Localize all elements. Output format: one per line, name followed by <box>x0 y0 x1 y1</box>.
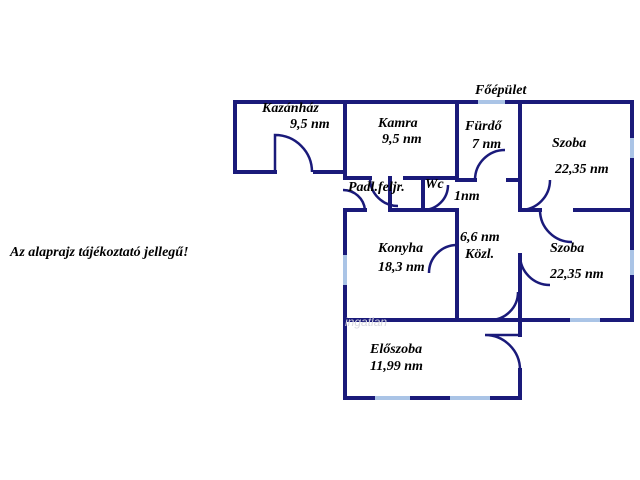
room-kozl-name: Közl. <box>465 247 495 262</box>
door-wc <box>422 184 450 212</box>
windows <box>343 100 634 400</box>
room-eloszoba-name: Előszoba <box>370 342 423 357</box>
room-furdo-area: 7 nm <box>472 137 502 152</box>
room-konyha-name: Konyha <box>378 241 424 256</box>
doors <box>273 133 573 371</box>
room-kazanhaz-area: 9,5 nm <box>290 117 330 132</box>
door-kazanhaz <box>273 133 314 173</box>
room-kamra-name: Kamra <box>378 116 418 131</box>
room-szoba2-name: Szoba <box>550 241 585 256</box>
door-padl <box>342 188 367 211</box>
room-padl-name: Padl.feljr. <box>348 180 405 195</box>
door-kozl-bottom <box>489 291 520 322</box>
room-kozl-area: 6,6 nm <box>460 230 500 245</box>
room-szoba2-area: 22,35 nm <box>550 267 604 282</box>
disclaimer-note: Az alaprajz tájékoztató jellegű! <box>10 245 189 260</box>
watermark: ingatlan <box>345 315 388 329</box>
door-szoba2 <box>538 209 573 244</box>
building-title: Főépület <box>475 83 527 98</box>
room-kazanhaz-name: Kazánház <box>262 101 319 116</box>
room-wc-name: Wc <box>425 177 444 192</box>
door-kozl-szoba1 <box>519 179 552 212</box>
room-wc-area: 1nm <box>454 189 480 204</box>
room-szoba1-area: 22,35 nm <box>555 162 609 177</box>
wall-kamra-bottom <box>343 170 372 180</box>
door-kozl-konyha <box>427 243 458 274</box>
room-furdo-name: Fürdő <box>465 119 502 134</box>
room-kamra-area: 9,5 nm <box>382 132 422 147</box>
room-szoba1-name: Szoba <box>552 136 587 151</box>
door-kamra <box>368 177 399 208</box>
room-eloszoba-area: 11,99 nm <box>370 359 423 374</box>
door-eloszoba <box>484 333 522 371</box>
room-konyha-area: 18,3 nm <box>378 260 425 275</box>
door-furdo <box>473 148 506 181</box>
door-kozl-szoba2 <box>518 254 551 287</box>
